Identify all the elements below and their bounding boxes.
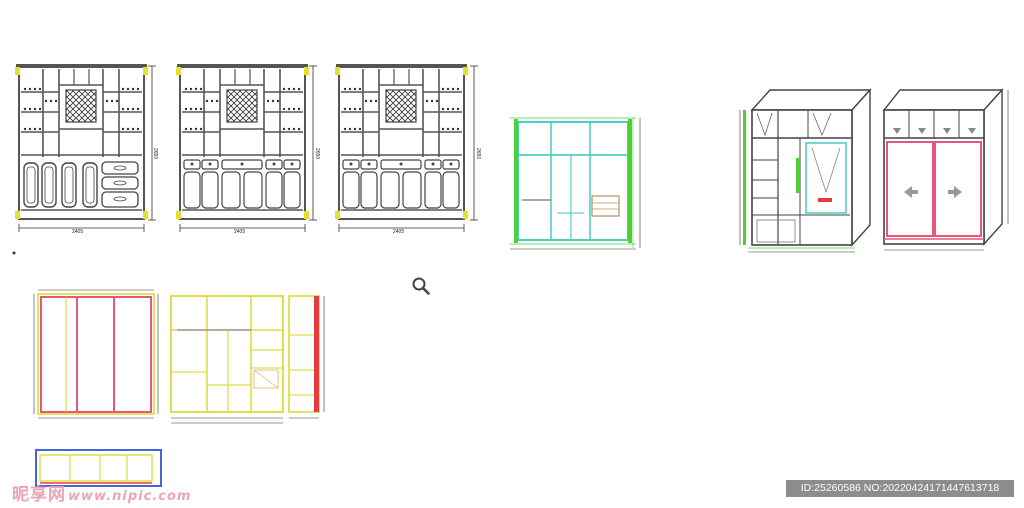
wardrobe-side-section (288, 295, 325, 419)
wardrobe-interior-elevation (170, 295, 284, 424)
cabinet-elevation-2 (175, 63, 310, 220)
cabinet-1-height-label: 2650 (152, 148, 158, 159)
wardrobe-top-plan (35, 449, 162, 487)
cabinet-2-height-label: 2650 (314, 148, 320, 159)
wardrobe-3d-closed-view (882, 88, 1009, 251)
magnifier-icon[interactable] (411, 276, 431, 296)
cabinet-3-width-label: 2405 (393, 229, 404, 235)
cabinet-2-dimensions: 2405 2650 (179, 65, 320, 235)
image-id-bar: ID:25260586 NO:20220424171447613718 (786, 480, 1014, 497)
cabinet-3-dimensions: 2405 2650 (338, 65, 481, 235)
wardrobe-interior-plan (510, 117, 641, 250)
cabinet-1-dimensions: 2405 2650 (18, 65, 158, 235)
cabinet-1-width-label: 2405 (72, 229, 83, 235)
watermark-url: www.nipic.com (68, 489, 192, 504)
watermark-text: 昵享网 (12, 485, 66, 505)
wardrobe-3d-open-view (739, 88, 872, 253)
sliding-door-elevation (33, 289, 159, 419)
cabinet-elevation-1 (14, 63, 149, 220)
cabinet-3-height-label: 2650 (475, 148, 481, 159)
cabinet-elevation-3 (334, 63, 469, 220)
cabinet-2-width-label: 2405 (234, 229, 245, 235)
